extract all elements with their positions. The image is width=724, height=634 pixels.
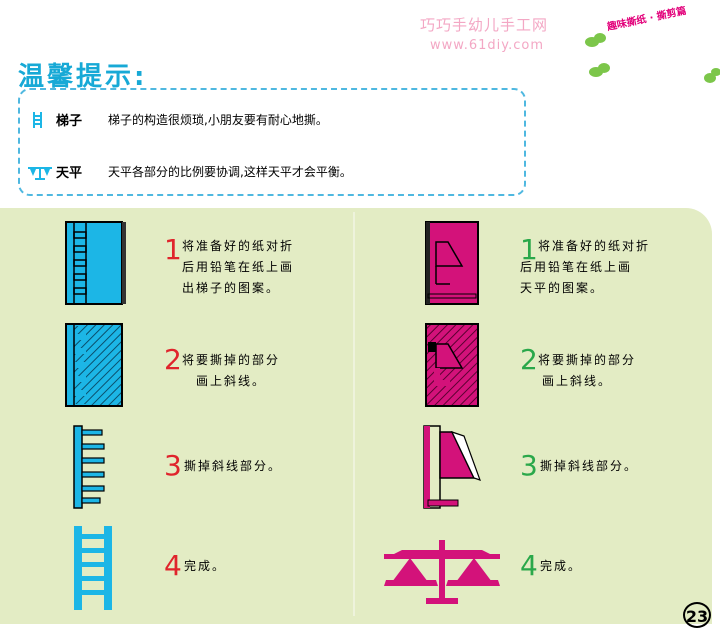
watermark-title: 巧巧手幼儿手工网	[420, 16, 549, 34]
balance-step3-figure	[423, 425, 481, 509]
step-line: 完成。	[540, 559, 583, 573]
leaf-decoration-icon	[585, 33, 720, 83]
balance-step2-figure	[425, 323, 479, 407]
ladder-step-number: 3	[164, 449, 182, 482]
tip-ladder: 梯子 梯子的构造很烦琐,小朋友要有耐心地撕。	[26, 110, 328, 129]
balance-step-number: 2	[520, 343, 538, 376]
step-line: 撕掉斜线部分。	[184, 459, 283, 473]
watermark-url: www.61diy.com	[430, 38, 544, 53]
ladder-step1-figure	[65, 221, 126, 305]
step-line: 画上斜线。	[542, 374, 613, 388]
step-line: 天平的图案。	[520, 281, 605, 295]
balance-finished-figure	[384, 540, 500, 604]
page-number: 23	[683, 602, 711, 628]
tips-title: 温馨提示:	[18, 62, 148, 92]
tip-term: 梯子	[56, 114, 83, 129]
balance-step-text: 完成。	[540, 556, 582, 577]
tip-text: 梯子的构造很烦琐,小朋友要有耐心地撕。	[108, 113, 328, 127]
ladder-step-text: 将要撕掉的部分 画上斜线。	[182, 350, 280, 392]
ladder-icon	[33, 111, 42, 128]
step-line: 后用铅笔在纸上画	[182, 260, 295, 274]
ladder-finished-figure	[74, 526, 112, 610]
balance-step-text: 将准备好的纸对折 后用铅笔在纸上画 天平的图案。	[520, 236, 651, 299]
step-line: 将准备好的纸对折	[182, 239, 295, 253]
step-line: 完成。	[184, 559, 227, 573]
tip-text: 天平各部分的比例要协调,这样天平才会平衡。	[108, 165, 352, 179]
ladder-step-text: 将准备好的纸对折 后用铅笔在纸上画 出梯子的图案。	[182, 236, 294, 299]
balance-step-number: 4	[520, 549, 538, 582]
balance-step-number: 3	[520, 449, 538, 482]
step-line: 将要撕掉的部分	[182, 353, 281, 367]
step-line: 出梯子的图案。	[182, 281, 281, 295]
tip-balance: 天平 天平各部分的比例要协调,这样天平才会平衡。	[26, 162, 352, 181]
ladder-step2-figure	[65, 323, 123, 407]
ladder-step-text: 完成。	[184, 556, 226, 577]
step-line: 后用铅笔在纸上画	[520, 260, 633, 274]
balance-step-text: 将要撕掉的部分 画上斜线。	[538, 350, 636, 392]
step-line: 将要撕掉的部分	[538, 353, 637, 367]
step-line: 画上斜线。	[196, 374, 267, 388]
balance-step-number: 1	[520, 233, 538, 266]
step-line: 撕掉斜线部分。	[540, 459, 639, 473]
ladder-step-text: 撕掉斜线部分。	[184, 456, 282, 477]
ladder-step-number: 1	[164, 233, 182, 266]
panel-divider	[353, 212, 355, 616]
tip-term: 天平	[56, 166, 83, 181]
step-line: 将准备好的纸对折	[538, 239, 651, 253]
balance-icon	[28, 166, 52, 180]
ladder-step3-figure	[73, 425, 105, 509]
ladder-step-number: 4	[164, 549, 182, 582]
balance-step-text: 撕掉斜线部分。	[540, 456, 638, 477]
tips-box	[18, 88, 526, 196]
balance-step1-figure	[425, 221, 479, 305]
ladder-step-number: 2	[164, 343, 182, 376]
